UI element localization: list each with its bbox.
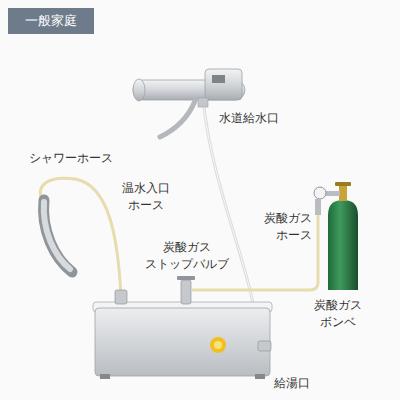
part-label: 給湯口: [273, 375, 311, 392]
shower-head: [44, 200, 72, 272]
thermostatic-faucet: [133, 69, 245, 137]
carbonation-unit: [93, 276, 272, 379]
gas-stop-valve: [181, 280, 191, 304]
faucet-display: [212, 75, 225, 83]
unit-foot: [255, 374, 265, 379]
part-label: 炭酸ガス ボンベ: [313, 297, 363, 331]
logo-center: [214, 341, 222, 349]
pressure-gauge: [314, 187, 326, 199]
cylinder-valve: [339, 186, 347, 201]
faucet-lever: [160, 101, 195, 137]
cylinder-body: [328, 200, 358, 290]
part-label: 水道給水口: [218, 110, 280, 127]
hot-water-outlet: [258, 341, 271, 351]
gas-cylinder: [314, 182, 358, 290]
part-label: 炭酸ガス ストップバルブ: [144, 239, 230, 273]
faucet-knob: [133, 79, 145, 101]
shower-hose: [40, 178, 121, 296]
shower-fitting: [115, 290, 127, 304]
part-label: 炭酸ガス ホース: [263, 210, 313, 244]
water-inlet: [198, 98, 208, 107]
valve-handle: [177, 276, 195, 280]
regulator-outlet: [315, 199, 321, 215]
part-label: 温水入口 ホース: [121, 180, 171, 214]
shower-head-face: [44, 202, 70, 269]
logo: [210, 337, 226, 353]
unit-body: [95, 308, 270, 376]
faucet-control: [205, 69, 242, 100]
title: 一般家庭: [8, 8, 94, 34]
unit-foot: [100, 374, 110, 379]
valve-knob: [335, 182, 351, 186]
part-label: シャワーホース: [28, 150, 114, 167]
